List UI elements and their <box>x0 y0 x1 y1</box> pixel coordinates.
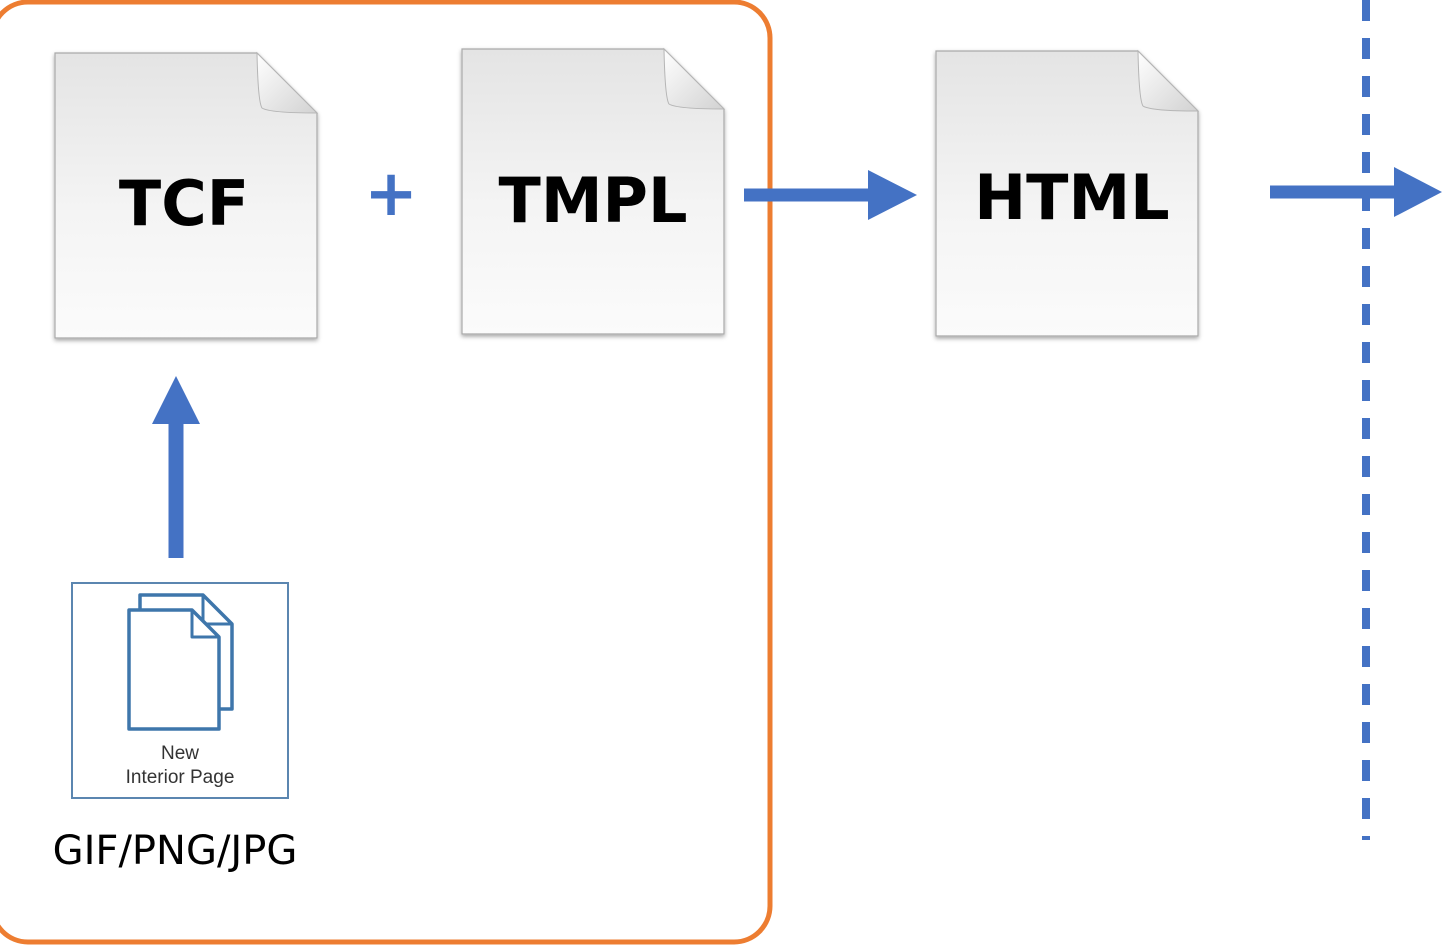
icon-caption-line1: New <box>161 743 199 764</box>
arrow-right-icon <box>744 170 917 220</box>
pages-icon <box>127 593 234 731</box>
tmpl-document-icon: TMPL <box>461 47 726 335</box>
html-label: HTML <box>974 161 1169 234</box>
new-interior-page-button: New Interior Page <box>71 582 289 799</box>
arrow-right-icon <box>1270 167 1442 217</box>
input-group-border <box>0 0 773 945</box>
tcf-document-icon: TCF <box>54 51 319 339</box>
plus-symbol: + <box>364 157 418 231</box>
icon-caption-line2: Interior Page <box>126 767 235 788</box>
arrow-up-icon <box>152 376 200 558</box>
tmpl-label: TMPL <box>499 164 688 237</box>
formats-caption: GIF/PNG/JPG <box>53 828 298 874</box>
tcf-label: TCF <box>119 167 249 240</box>
html-document-icon: HTML <box>935 49 1200 337</box>
